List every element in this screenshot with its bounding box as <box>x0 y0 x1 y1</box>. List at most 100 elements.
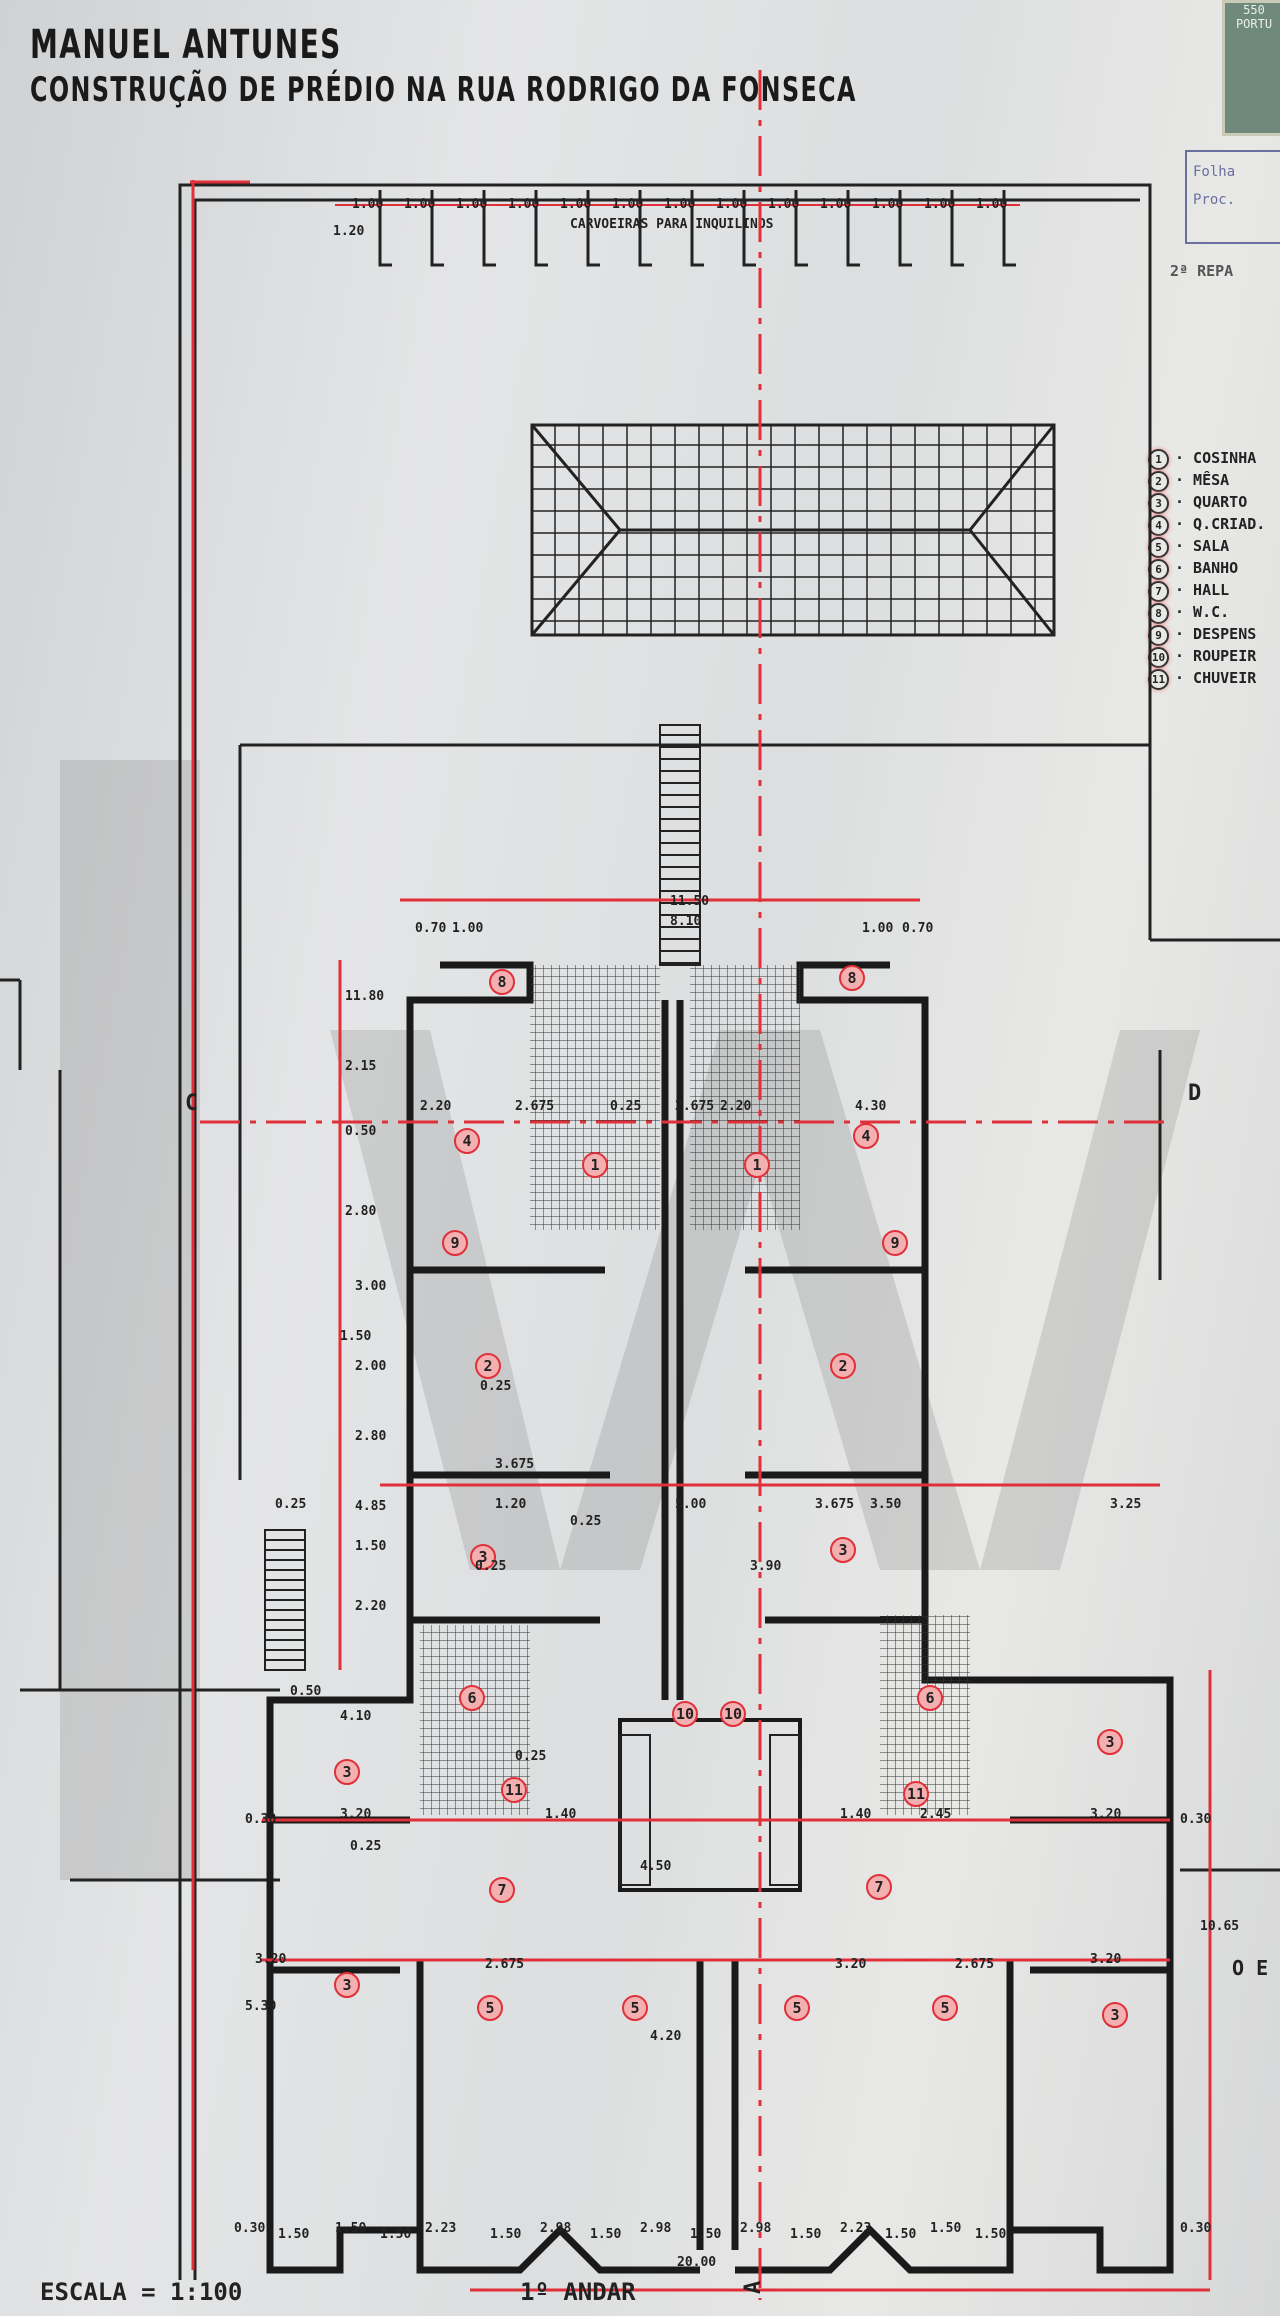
floor-label: 1º ANDAR <box>520 2278 636 2306</box>
room-number: 2 <box>838 1357 847 1375</box>
section-lines <box>190 70 1212 2300</box>
legend-label: · Q.CRIAD. <box>1175 515 1266 533</box>
room-number: 8 <box>847 969 856 987</box>
room-number: 6 <box>925 1689 934 1707</box>
dimension-label: 3.25 <box>1110 1497 1141 1512</box>
coal-bin-divider <box>378 190 392 267</box>
dimension-label: 0.50 <box>290 1684 321 1699</box>
bottom-dimension-label: 2.98 <box>540 2221 571 2236</box>
bottom-dimension-label: 1.50 <box>885 2227 916 2242</box>
bottom-dimension-label: 1.50 <box>690 2227 721 2242</box>
skylight-roof <box>530 423 1056 637</box>
legend-item: 3· QUARTO <box>1148 492 1265 514</box>
room-number: 5 <box>792 1999 801 2017</box>
coal-bin-dim: 1.00 <box>820 197 851 212</box>
section-a-mark: A <box>741 2281 766 2294</box>
room-marker-circle <box>1097 1729 1123 1755</box>
room-marker-circle <box>853 1123 879 1149</box>
dimension-label: 4.10 <box>340 1709 371 1724</box>
dimension-label: 0.70 <box>415 921 446 936</box>
room-marker-circle <box>720 1701 746 1727</box>
dimension-label: 2.45 <box>920 1807 951 1822</box>
coal-bin-divider <box>638 190 652 267</box>
legend-item: 7· HALL <box>1148 580 1265 602</box>
room-number: 9 <box>450 1234 459 1252</box>
dimension-label: 3.20 <box>1090 1952 1121 1967</box>
postage-stamp: 550 PORTU <box>1222 0 1280 136</box>
legend-label: · HALL <box>1175 581 1230 599</box>
room-marker-circle <box>334 1759 360 1785</box>
room-number: 11 <box>907 1785 925 1803</box>
room-marker-circle <box>839 965 865 991</box>
stamp-value: 550 <box>1243 3 1265 17</box>
bottom-dimension-label: 2.98 <box>640 2221 671 2236</box>
room-marker-circle <box>932 1995 958 2021</box>
coal-bin-dim: 1.00 <box>404 197 435 212</box>
coal-bin-dim: 1.00 <box>456 197 487 212</box>
dimension-label: 2.675 <box>485 1957 524 1972</box>
section-d-label: D <box>1188 1081 1201 1106</box>
dimension-label: 0.70 <box>902 921 933 936</box>
legend-label: · BANHO <box>1175 559 1239 577</box>
coal-bin-divider <box>430 190 444 267</box>
bottom-dimension-label: 1.50 <box>975 2227 1006 2242</box>
coal-bin-dim: 1.00 <box>976 197 1007 212</box>
dimension-label: 11.80 <box>345 989 384 1004</box>
room-number: 2 <box>483 1357 492 1375</box>
room-marker-circle <box>784 1995 810 2021</box>
dimension-label: 0.25 <box>610 1099 641 1114</box>
room-marker-circle <box>866 1874 892 1900</box>
bottom-dimension-label: 1.50 <box>380 2227 411 2242</box>
watermark <box>60 760 1200 1880</box>
legend-label: · DESPENS <box>1175 625 1257 643</box>
coal-bin-divider <box>1002 190 1016 267</box>
dimension-label: 1.00 <box>862 921 893 936</box>
legend-item: 2· MÊSA <box>1148 470 1265 492</box>
bottom-dimension-label: 0.30 <box>234 2221 265 2236</box>
stairs <box>264 724 801 1886</box>
dimension-label: 2.15 <box>345 1059 376 1074</box>
room-number: 3 <box>342 1976 351 1994</box>
bottom-dimension-label: 1.50 <box>930 2221 961 2236</box>
watermark-stroke <box>980 1030 1200 1570</box>
dimension-label: 3.50 <box>870 1497 901 1512</box>
legend-label: · W.C. <box>1175 603 1230 621</box>
room-number: 3 <box>478 1548 487 1566</box>
dimension-label: 1.00 <box>452 921 483 936</box>
legend-label: · CHUVEIR <box>1175 669 1257 687</box>
dimension-label: 3.20 <box>835 1957 866 1972</box>
watermark-stroke <box>330 1030 560 1570</box>
room-number: 1 <box>590 1156 599 1174</box>
room-number: 11 <box>505 1781 523 1799</box>
coal-bin-divider <box>482 190 496 267</box>
dimension-label: 4.85 <box>355 1499 386 1514</box>
watermark-stroke <box>60 760 200 1880</box>
room-number: 5 <box>485 1999 494 2017</box>
dept-stamp: 2ª REPA <box>1170 262 1234 280</box>
room-number: 5 <box>630 1999 639 2017</box>
coal-bin-divider <box>690 190 704 267</box>
dimension-label: 0.25 <box>480 1379 511 1394</box>
dimension-label: 2.20 <box>720 1099 751 1114</box>
room-number: 4 <box>462 1132 471 1150</box>
dimension-label: 3.90 <box>750 1559 781 1574</box>
registry-stamp-box: Folha Proc. <box>1185 150 1280 244</box>
room-number: 3 <box>342 1763 351 1781</box>
coal-bin-divider <box>534 190 548 267</box>
coal-bin-dim: 1.00 <box>560 197 591 212</box>
coal-bin-dim: 1.20 <box>333 224 364 239</box>
room-number: 4 <box>861 1127 870 1145</box>
bottom-dimension-label: 1.50 <box>590 2227 621 2242</box>
room-marker-circle <box>582 1152 608 1178</box>
bottom-dimension-label: 1.50 <box>490 2227 521 2242</box>
dimension-label: 0.25 <box>350 1839 381 1854</box>
bottom-dimension-label: 2.98 <box>740 2221 771 2236</box>
coal-bin-dim: 1.00 <box>924 197 955 212</box>
room-marker-circle <box>334 1972 360 1998</box>
coal-bin-dim: 1.00 <box>872 197 903 212</box>
room-number: 3 <box>1105 1733 1114 1751</box>
